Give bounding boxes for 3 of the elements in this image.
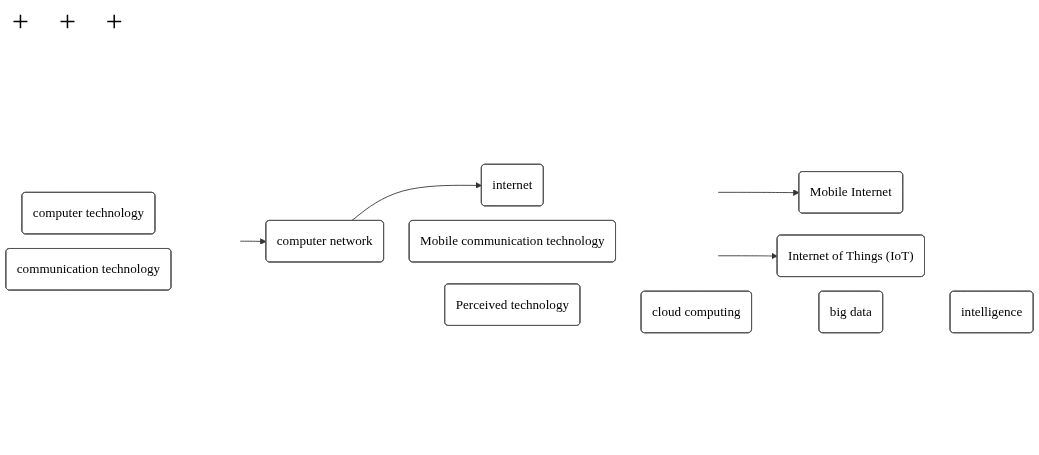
plus-sign: + (58, 6, 76, 36)
plus-sign: + (12, 6, 29, 36)
plus-sign: + (105, 6, 123, 36)
